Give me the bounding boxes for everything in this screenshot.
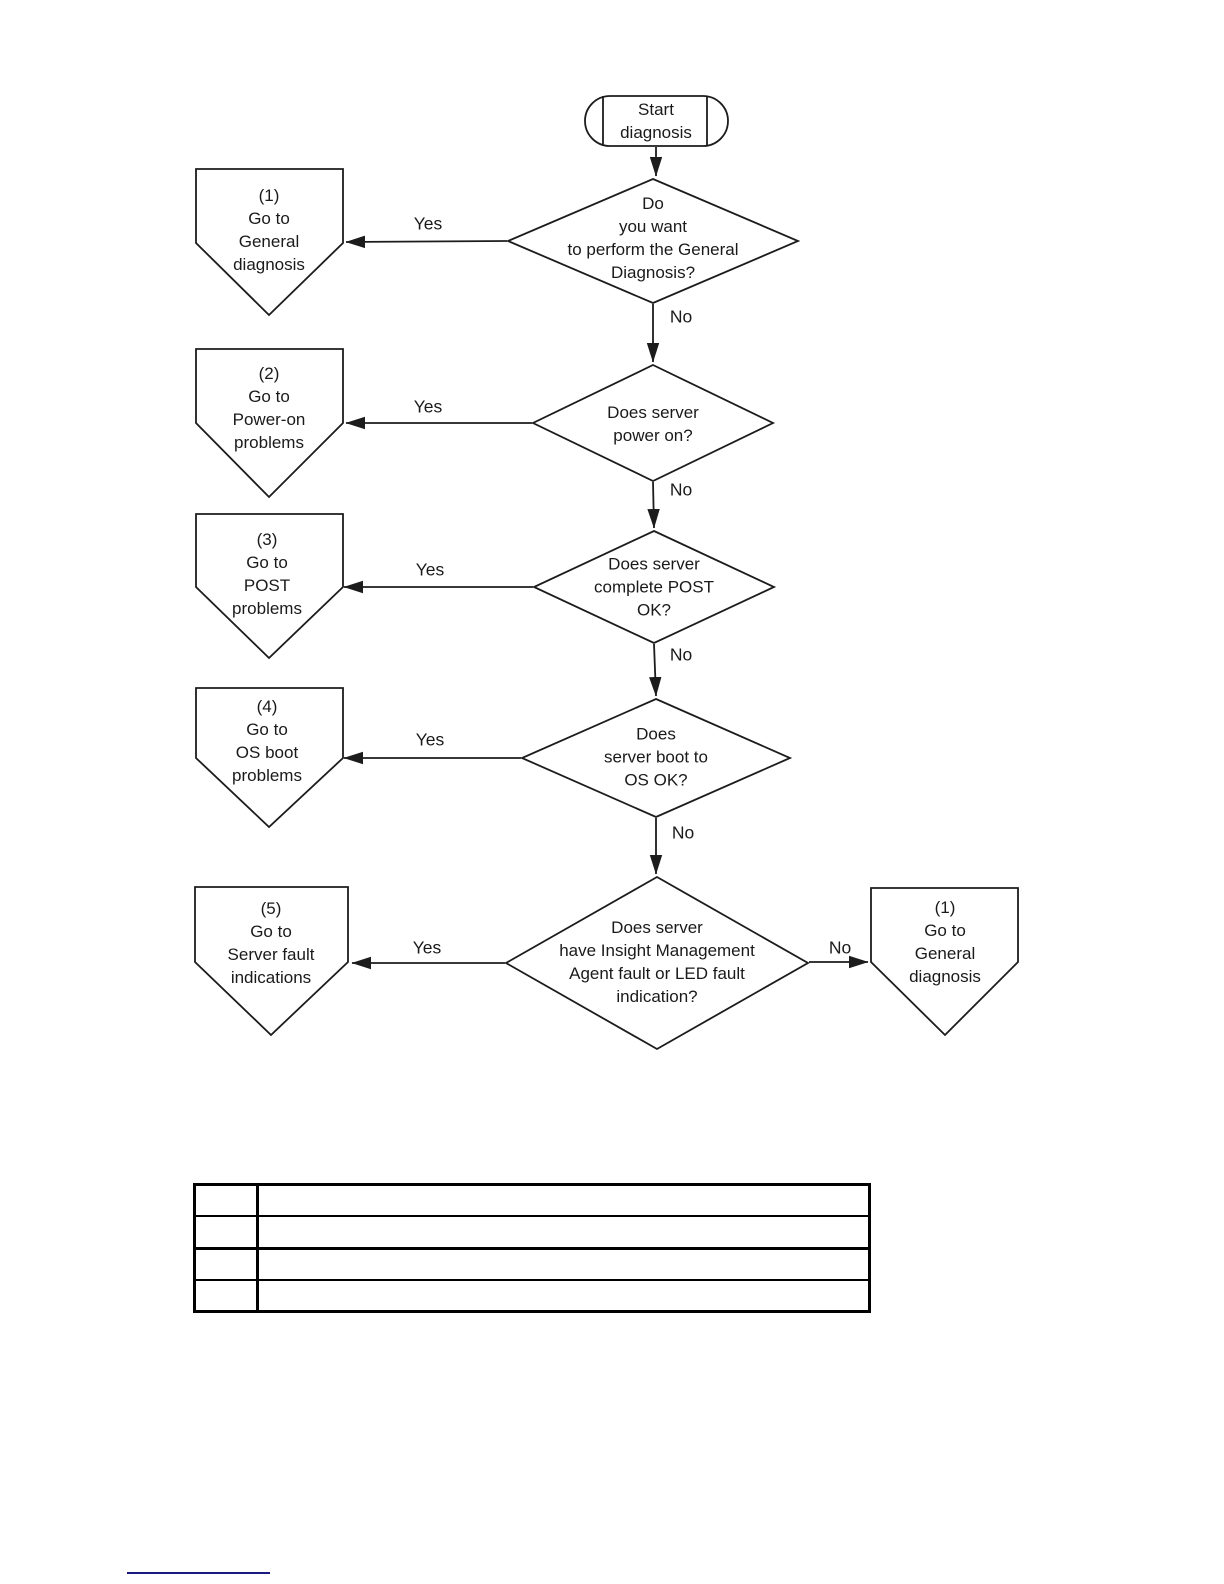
- decision-5-question: Does server have Insight Management Agen…: [559, 918, 755, 1006]
- table-row: [196, 1280, 868, 1310]
- connector-5-label: (5) Go to Server fault indications: [227, 899, 315, 987]
- edge-4-yes-label: Yes: [415, 729, 445, 750]
- table-cell: [196, 1280, 259, 1310]
- edge-3-no-label: No: [669, 644, 693, 665]
- footnote-rule: [127, 1572, 270, 1574]
- decision-1-question: Do you want to perform the General Diagn…: [567, 194, 739, 282]
- connector-3-label: (3) Go to POST problems: [232, 530, 302, 618]
- table-cell: [196, 1217, 259, 1247]
- connector-6-shape: [870, 887, 1019, 1037]
- arrow-decision-2-no: [647, 481, 660, 529]
- arrow-decision-1-yes: [345, 235, 508, 249]
- decision-4-shape: [519, 698, 793, 818]
- arrow-decision-3-no: [649, 643, 662, 697]
- decision-1-shape: [505, 178, 801, 304]
- edge-4-no-label: No: [671, 822, 695, 843]
- connector-4-label: (4) Go to OS boot problems: [232, 697, 302, 785]
- connector-4-shape: [195, 687, 344, 829]
- edge-3-yes-label: Yes: [415, 559, 445, 580]
- table-cell: [196, 1186, 259, 1216]
- decision-3-shape: [531, 530, 777, 644]
- connector-1-shape: [195, 168, 344, 317]
- table-cell: [259, 1217, 868, 1246]
- decision-2-question: Does server power on?: [607, 403, 699, 445]
- edge-2-no-label: No: [669, 479, 693, 500]
- decision-3-question: Does server complete POST OK?: [594, 554, 714, 620]
- table-cell: [196, 1249, 259, 1279]
- edge-5-no-label: No: [828, 937, 852, 958]
- connector-2-label: (2) Go to Power-on problems: [232, 364, 306, 452]
- edge-1-yes-label: Yes: [413, 213, 443, 234]
- table-row: [196, 1186, 868, 1218]
- table-cell: [259, 1281, 868, 1310]
- decision-4-question: Does server boot to OS OK?: [604, 724, 708, 790]
- start-label: Start diagnosis: [620, 100, 692, 142]
- start-terminal-shape: [584, 95, 729, 147]
- edge-2-yes-label: Yes: [413, 396, 443, 417]
- connector-5-shape: [194, 886, 349, 1037]
- connector-3-shape: [195, 513, 344, 660]
- reference-table: [193, 1183, 871, 1313]
- table-cell: [259, 1250, 868, 1279]
- connector-6-label: (1) Go to General diagnosis: [909, 898, 981, 986]
- decision-2-shape: [530, 364, 776, 482]
- edge-5-yes-label: Yes: [412, 937, 442, 958]
- edge-1-no-label: No: [669, 306, 693, 327]
- table-row: [196, 1217, 868, 1250]
- connector-1-label: (1) Go to General diagnosis: [233, 186, 305, 274]
- decision-5-shape: [504, 875, 810, 1051]
- connector-2-shape: [195, 348, 344, 499]
- table-cell: [259, 1186, 868, 1215]
- table-row: [196, 1249, 868, 1281]
